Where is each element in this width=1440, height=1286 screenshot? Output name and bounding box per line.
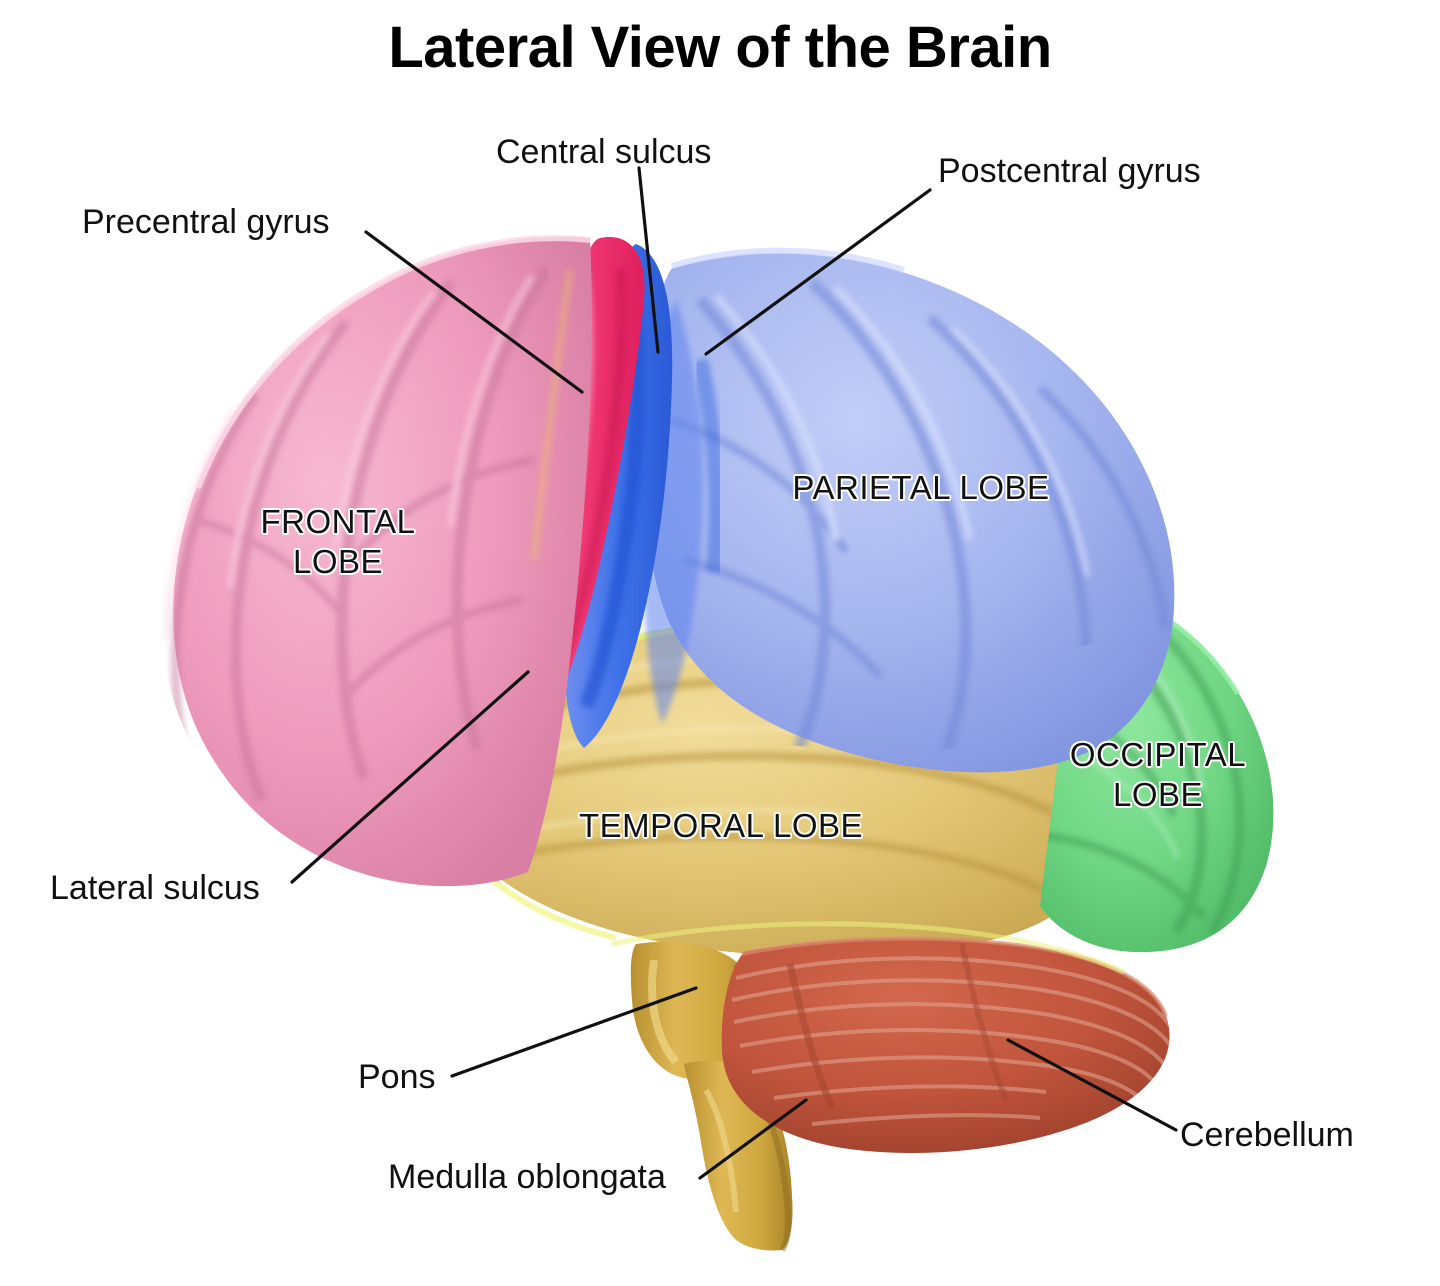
lobe-label-temporal: TEMPORAL LOBE <box>566 806 876 846</box>
lobe-label-frontal-line1: FRONTAL <box>260 503 416 540</box>
lobe-label-temporal-line1: TEMPORAL LOBE <box>578 807 864 844</box>
callout-central-sulcus: Central sulcus <box>496 133 712 171</box>
region-frontal-lobe <box>163 235 592 887</box>
callout-precentral-gyrus: Precentral gyrus <box>82 203 330 241</box>
figure-title: Lateral View of the Brain <box>388 15 1052 80</box>
leader-precentral-gyrus <box>364 230 584 394</box>
lobe-label-occipital-line2: LOBE <box>1112 776 1204 814</box>
lobe-label-frontal: FRONTAL LOBE <box>248 502 428 583</box>
lobe-label-occipital: OCCIPITAL LOBE <box>1066 735 1250 816</box>
leader-cerebellum <box>1006 1038 1178 1132</box>
callout-medulla-oblongata: Medulla oblongata <box>388 1158 666 1196</box>
region-cerebellum <box>721 936 1170 1153</box>
leader-lateral-sulcus <box>290 670 530 884</box>
lobe-label-parietal: PARIETAL LOBE <box>786 468 1056 508</box>
leader-postcentral-gyrus <box>704 188 932 356</box>
lobe-label-parietal-line1: PARIETAL LOBE <box>792 469 1050 506</box>
callout-postcentral-gyrus: Postcentral gyrus <box>938 152 1201 190</box>
callout-cerebellum: Cerebellum <box>1180 1116 1354 1154</box>
lobe-label-frontal-line2: LOBE <box>292 543 384 581</box>
callout-lateral-sulcus: Lateral sulcus <box>50 869 260 907</box>
leader-medulla-oblongata <box>698 1098 808 1180</box>
region-central-sulcus <box>564 244 673 748</box>
lobe-label-occipital-line1: OCCIPITAL <box>1069 736 1247 773</box>
leader-pons <box>450 986 698 1078</box>
leader-lines <box>290 166 1178 1180</box>
callout-pons: Pons <box>358 1058 436 1096</box>
leader-central-sulcus <box>637 166 660 354</box>
